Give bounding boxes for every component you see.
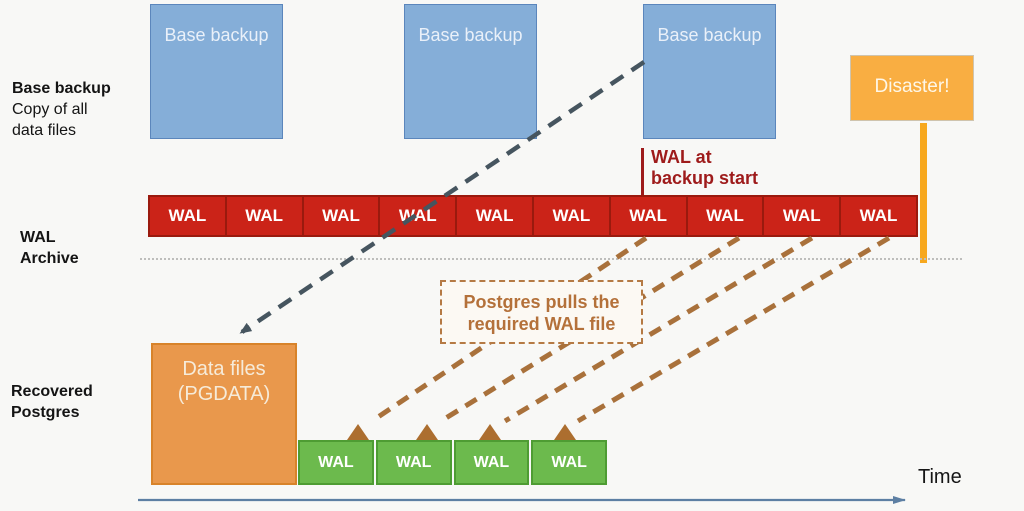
- wal-at-backup-start-line1: WAL at: [651, 147, 712, 167]
- disaster-timeline-marker: [920, 123, 927, 263]
- pull-arrowhead-2: [416, 424, 438, 440]
- legend-base-backup-title: Base backup: [12, 80, 111, 97]
- legend-wal-archive: WAL Archive: [20, 227, 79, 269]
- recovered-wal-segment: WAL: [298, 440, 374, 485]
- legend-base-backup-desc1: Copy of all: [12, 101, 88, 118]
- pull-arrowhead-1: [347, 424, 369, 440]
- base-backup-label: Base backup: [418, 25, 523, 45]
- time-axis-label: Time: [918, 466, 962, 488]
- legend-base-backup: Base backup Copy of all data files: [12, 78, 111, 141]
- recovered-wal-segment: WAL: [531, 440, 607, 485]
- base-backup-box-2: Base backup: [404, 4, 537, 139]
- wal-archive-segment: WAL: [380, 197, 458, 235]
- postgres-pulls-callout: Postgres pulls the required WAL file: [440, 280, 643, 344]
- legend-recovered-line1: Recovered: [11, 383, 93, 400]
- pull-arrowhead-4: [554, 424, 576, 440]
- wal-archive-segment: WAL: [304, 197, 381, 235]
- data-files-pgdata-box: Data files (PGDATA): [151, 343, 297, 485]
- recovered-wal-segment: WAL: [375, 440, 452, 485]
- wal-archive-segment: WAL: [688, 197, 765, 235]
- disaster-box: Disaster!: [850, 55, 974, 121]
- wal-archive-segment: WAL: [150, 197, 227, 235]
- wal-archive-segment: WAL: [457, 197, 534, 235]
- wal-at-backup-start-line2: backup start: [651, 168, 759, 188]
- archive-divider-dotted-line: [140, 258, 962, 260]
- legend-wal-archive-line2: Archive: [20, 250, 79, 267]
- wal-at-backup-start-label: WAL at backup start: [651, 147, 758, 189]
- legend-recovered-postgres: Recovered Postgres: [11, 381, 93, 423]
- base-backup-label: Base backup: [164, 25, 269, 45]
- wal-at-backup-start-tick: [641, 148, 644, 195]
- wal-archive-segment: WAL: [534, 197, 611, 235]
- recovered-wal-segment: WAL: [453, 440, 530, 485]
- wal-archive-segment: WAL: [764, 197, 842, 235]
- wal-archive-segment: WAL: [227, 197, 304, 235]
- wal-archive-segment: WAL: [859, 206, 898, 225]
- postgres-pulls-line1: Postgres pulls the: [463, 292, 620, 312]
- postgres-pulls-line2: required WAL file: [467, 314, 616, 334]
- wal-archive-bar: WAL WAL WAL WAL WAL WAL WAL WAL WAL WAL: [148, 195, 918, 237]
- disaster-label: Disaster!: [874, 76, 950, 97]
- base-backup-label: Base backup: [657, 25, 762, 45]
- legend-recovered-line2: Postgres: [11, 404, 80, 421]
- base-backup-box-1: Base backup: [150, 4, 283, 139]
- legend-wal-archive-line1: WAL: [20, 229, 56, 246]
- wal-archive-segment: WAL: [611, 197, 688, 235]
- legend-base-backup-desc2: data files: [12, 122, 77, 139]
- data-files-line2: (PGDATA): [177, 383, 271, 405]
- recovered-wal-row: WAL WAL WAL WAL: [298, 440, 607, 485]
- base-backup-box-3: Base backup: [643, 4, 776, 139]
- data-files-line1: Data files: [182, 358, 266, 380]
- pull-arrowhead-3: [479, 424, 501, 440]
